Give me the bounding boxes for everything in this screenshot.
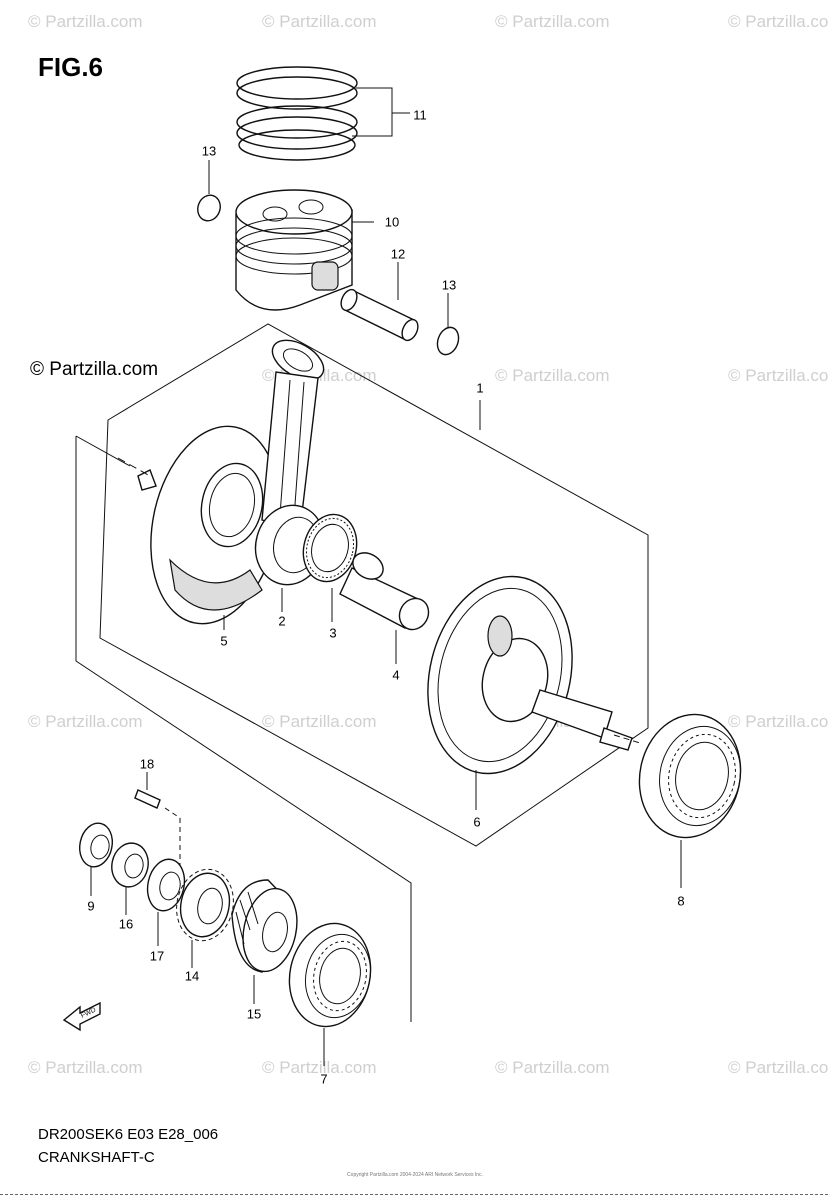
section-name: CRANKSHAFT-C — [38, 1149, 155, 1166]
piston-pin-circlip-right — [436, 293, 460, 356]
callout-8: 8 — [677, 893, 685, 909]
lower-group-outline — [75, 436, 412, 1022]
copyright-label: © Partzilla.com — [30, 359, 159, 380]
watermark: © Partzilla.com — [728, 1058, 828, 1077]
watermark: © Partzilla.com — [495, 12, 610, 31]
crank-pin-bearing — [302, 513, 358, 622]
callout-16: 16 — [118, 916, 134, 932]
woodruff-key — [134, 772, 181, 870]
watermark: © Partzilla.com — [28, 12, 143, 31]
watermark: © Partzilla.com — [495, 1058, 610, 1077]
watermark: © Partzilla.com — [728, 12, 828, 31]
balancer-drive-gear — [231, 879, 298, 1004]
model-code: DR200SEK6 E03 E28_006 — [38, 1126, 219, 1143]
bottom-divider — [0, 1194, 828, 1195]
callout-11: 11 — [413, 107, 427, 123]
lock-washer — [146, 858, 186, 946]
callout-10: 10 — [384, 214, 400, 230]
callout-5: 5 — [220, 633, 228, 649]
callout-6: 6 — [473, 814, 481, 830]
watermark: © Partzilla.com — [262, 712, 377, 731]
piston-pin — [340, 262, 419, 342]
callout-13-right: 13 — [441, 277, 457, 293]
callout-7: 7 — [320, 1071, 328, 1087]
watermark: © Partzilla.com — [262, 12, 377, 31]
piston-pin-circlip-left — [197, 160, 221, 222]
callout-14: 14 — [184, 968, 200, 984]
piston-ring-set — [236, 66, 410, 161]
watermark: © Partzilla.com — [728, 712, 828, 731]
callout-2: 2 — [278, 613, 286, 629]
crank-nut — [111, 842, 149, 915]
oil-seal — [78, 822, 114, 896]
callout-12: 12 — [390, 246, 406, 262]
left-crank-web — [117, 425, 280, 630]
figure-label: FIG.6 — [38, 52, 104, 82]
watermark: © Partzilla.com — [28, 1058, 143, 1077]
callout-3: 3 — [329, 625, 337, 641]
right-crank-bearing — [638, 713, 742, 888]
callout-13-left: 13 — [201, 143, 217, 159]
watermark: © Partzilla.com — [262, 1058, 377, 1077]
callout-18: 18 — [139, 756, 155, 772]
watermark: © Partzilla.com — [495, 366, 610, 385]
watermark: © Partzilla.com — [28, 712, 143, 731]
right-crank-web — [427, 575, 641, 810]
left-crank-bearing — [288, 922, 372, 1066]
watermark: © Partzilla.com — [728, 366, 828, 385]
piston — [235, 189, 374, 311]
callout-17: 17 — [149, 948, 165, 964]
crank-pin — [339, 552, 430, 664]
callout-1: 1 — [476, 380, 484, 396]
fine-print: Copyright Partzilla.com 2004-2024 ARI Ne… — [347, 1172, 483, 1178]
forward-direction-arrow: FWD — [62, 1001, 101, 1032]
lower-group-outline-top — [75, 435, 131, 467]
callout-15: 15 — [246, 1006, 262, 1022]
crankshaft-assembly-outline — [99, 323, 649, 847]
callout-4: 4 — [392, 667, 400, 683]
callout-9: 9 — [87, 898, 95, 914]
